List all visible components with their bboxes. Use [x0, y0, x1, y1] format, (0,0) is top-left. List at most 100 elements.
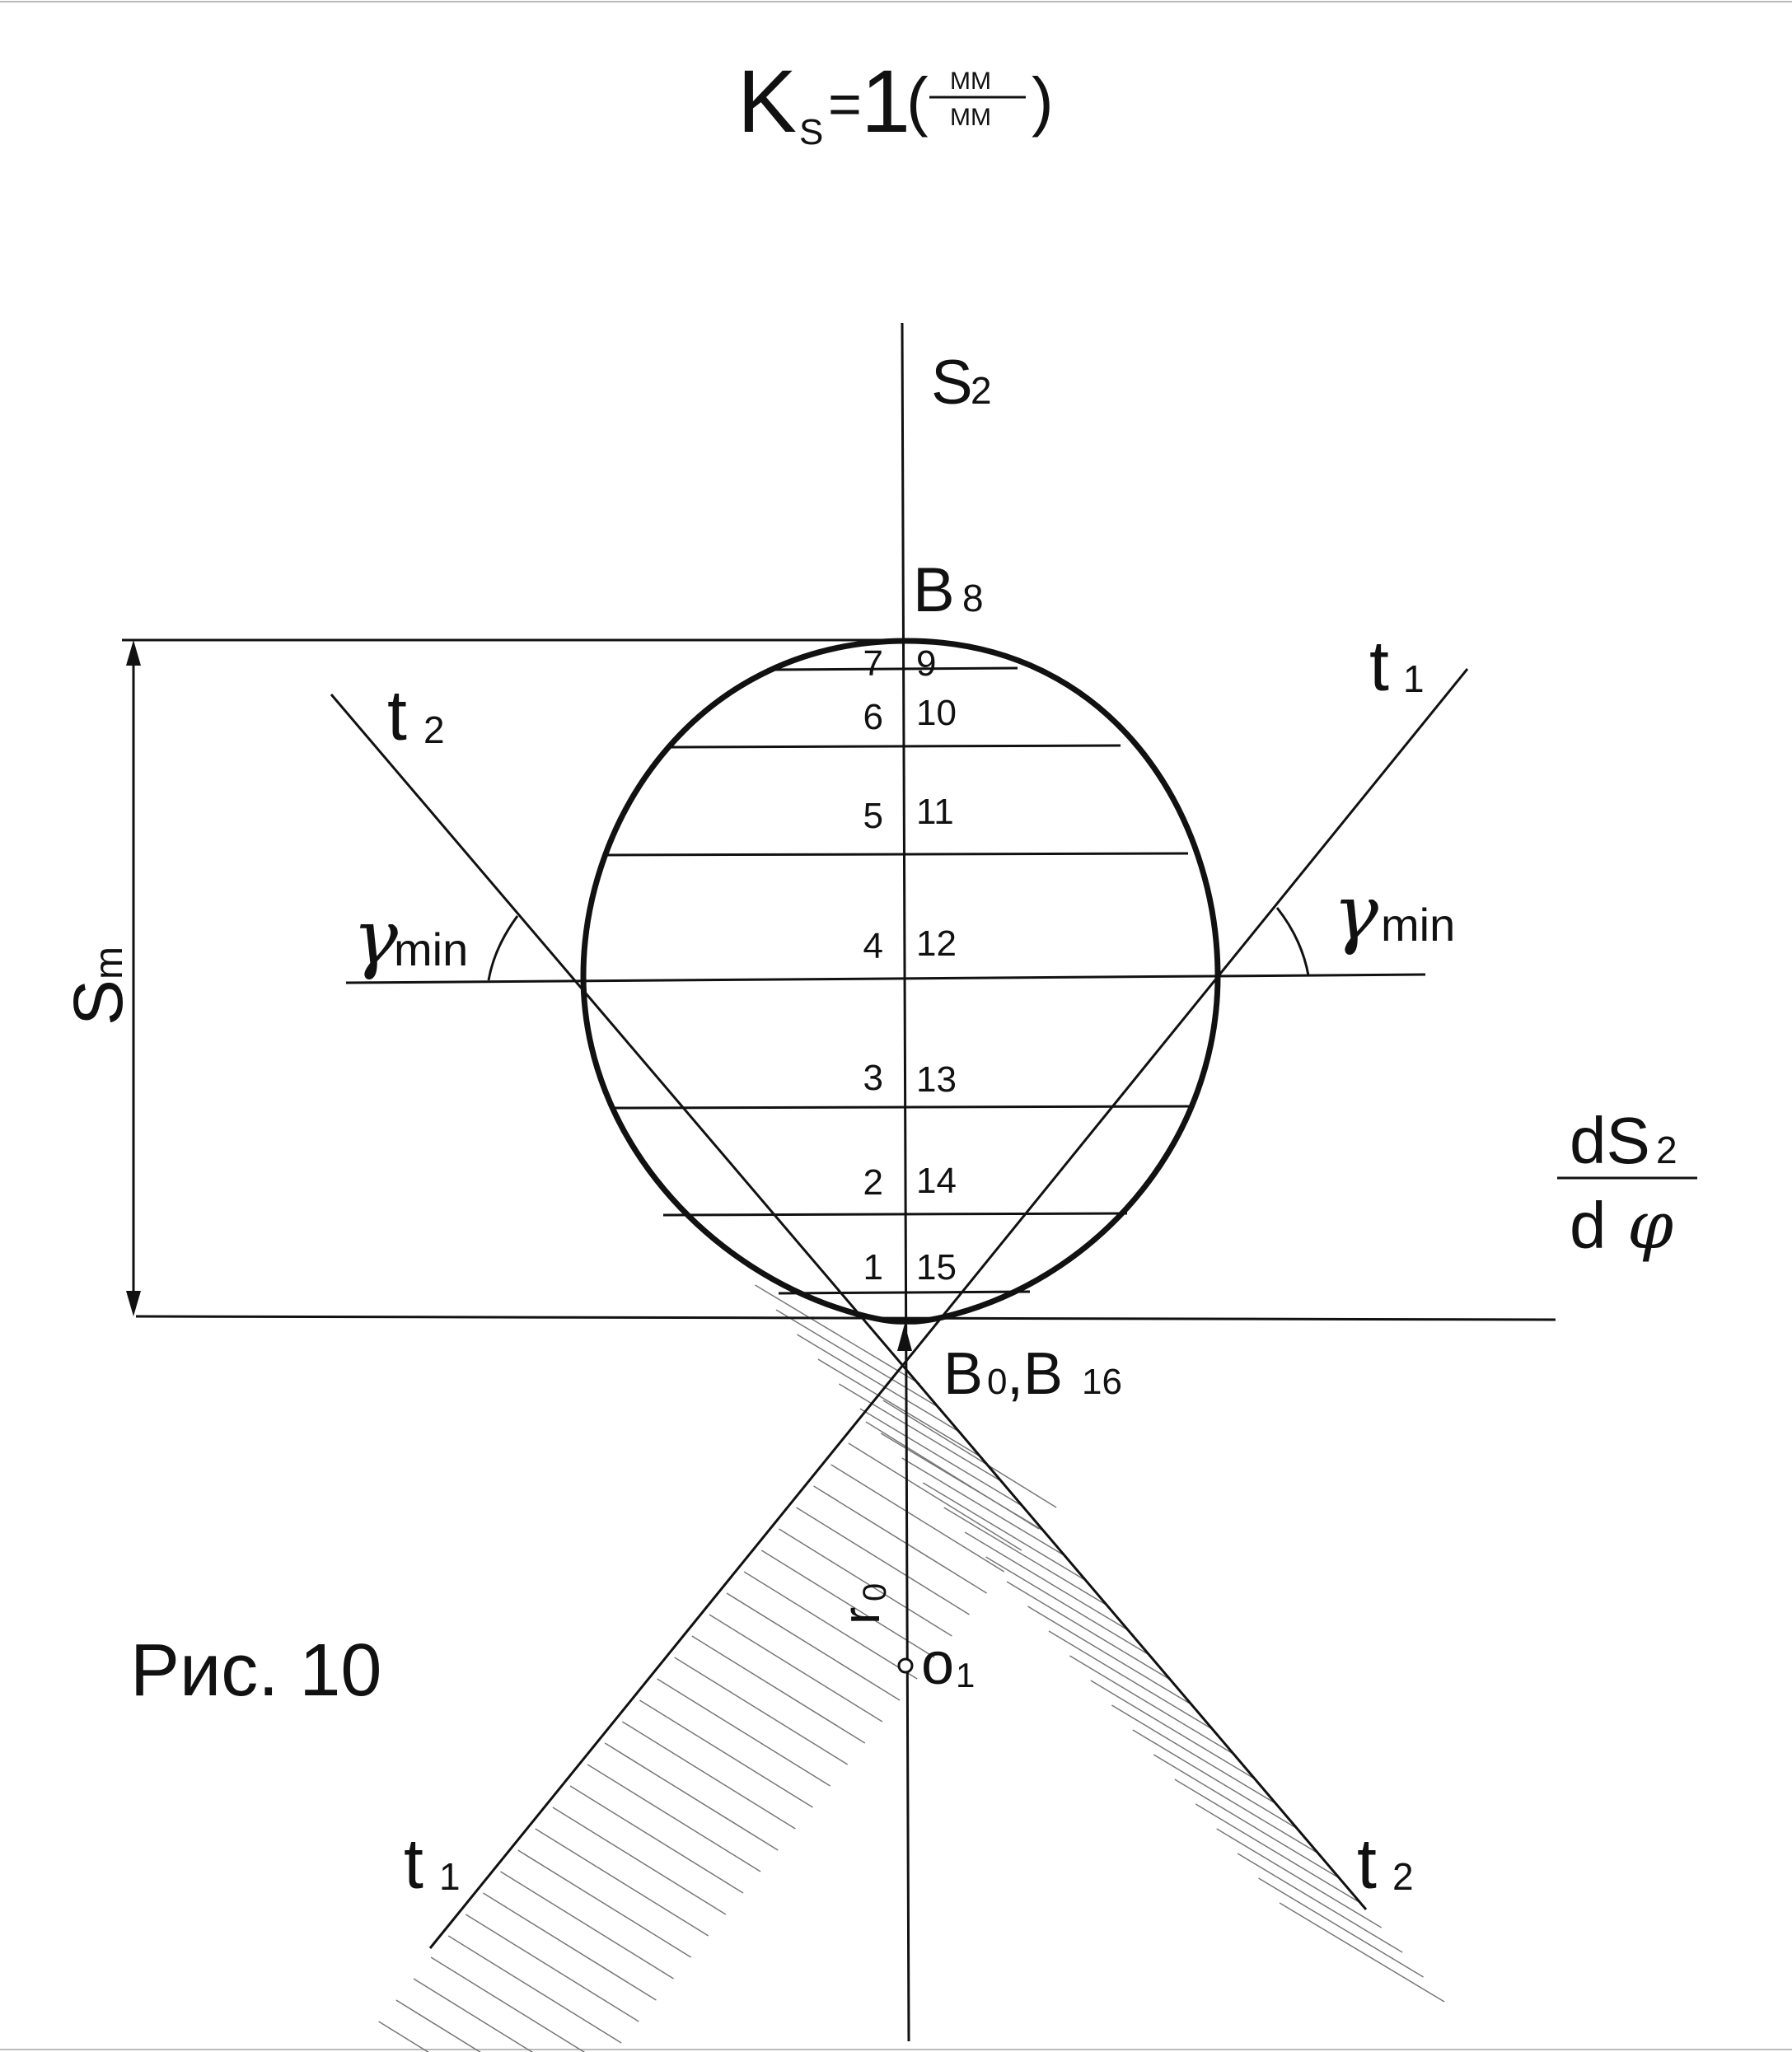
t1-bottom-label: t — [404, 1825, 423, 1904]
hatch-line — [880, 1433, 1046, 1533]
b0-b16-label-b: B — [943, 1341, 983, 1407]
t2-top-label-sub: 2 — [423, 708, 445, 751]
hatch-line — [413, 1978, 534, 2052]
o1-label: o — [921, 1631, 954, 1697]
hatch-line — [569, 1785, 744, 1894]
hatch-line — [796, 1507, 970, 1615]
formula-sub-s: S — [799, 112, 823, 152]
hatch-line — [1237, 1853, 1403, 1953]
tangent-line-t2 — [330, 694, 1368, 1910]
right-position-number: 9 — [916, 643, 936, 684]
gamma-left-label: γ — [353, 894, 399, 982]
hatch-line — [1132, 1729, 1298, 1830]
hatch-line — [775, 1309, 942, 1409]
right-position-number: 11 — [916, 792, 954, 832]
hatch-line — [691, 1635, 866, 1744]
ds2-dphi-closed-curve — [580, 638, 1221, 1325]
horizontal-gamma-line — [345, 973, 1426, 984]
hatch-line — [760, 1550, 935, 1658]
hatch-line — [517, 1849, 692, 1958]
sm-arrow-bottom — [126, 1291, 141, 1316]
left-position-number: 7 — [863, 643, 883, 684]
hatch-line — [604, 1742, 779, 1851]
hatch-line — [1216, 1828, 1383, 1928]
t1-bottom-label-sub: 1 — [439, 1855, 461, 1898]
ds2-dphi-label: dS 2 d φ — [1557, 1104, 1697, 1264]
r0-label-sub: 0 — [857, 1583, 893, 1601]
t1-top-label: t — [1369, 627, 1389, 706]
sm-arrow-top — [126, 640, 141, 666]
hatch-line — [1279, 1902, 1445, 2003]
hatch-line — [709, 1614, 883, 1722]
hatch-line — [657, 1678, 830, 1787]
chord-line — [668, 744, 1121, 749]
right-position-number: 14 — [916, 1161, 957, 1201]
left-position-number: 6 — [863, 697, 883, 737]
b0-label-sub: 0 — [987, 1362, 1007, 1402]
hatch-line — [395, 1999, 482, 2052]
formula-equals: = — [828, 72, 862, 136]
hatch-line — [465, 1914, 639, 2022]
formula-numerator: ММ — [950, 68, 991, 95]
hatch-line — [1258, 1877, 1424, 1978]
chord-line — [611, 1105, 1191, 1110]
hatch-line — [430, 1956, 586, 2052]
chord-line — [602, 852, 1189, 857]
formula-value: 1 — [861, 51, 910, 151]
hatch-line — [1027, 1606, 1193, 1706]
hatch-line — [1153, 1754, 1319, 1854]
hatch-line — [778, 1528, 952, 1637]
bottom-reference-line — [135, 1315, 1556, 1321]
sm-label-sub: m — [87, 947, 131, 979]
hatch-line — [830, 1464, 1005, 1573]
scale-formula: K S = 1 ( ММ ММ ) — [737, 51, 1054, 152]
gamma-right-label: γ — [1333, 869, 1379, 957]
hatch-line — [378, 2021, 429, 2052]
formula-close-paren: ) — [1032, 64, 1054, 138]
right-position-number: 10 — [916, 693, 957, 733]
r0-arrow-head — [897, 1324, 912, 1351]
chord-line — [770, 666, 1018, 671]
left-position-number: 2 — [863, 1162, 883, 1203]
hatch-line — [848, 1442, 1022, 1551]
chord-line — [662, 1212, 1128, 1217]
t1-top-label-sub: 1 — [1403, 657, 1425, 700]
left-position-number: 4 — [863, 926, 883, 966]
hatch-line — [817, 1358, 984, 1459]
t2-top-label: t — [387, 676, 407, 755]
b0-b16-label-comma: ,B — [1007, 1341, 1063, 1407]
hatch-line — [901, 1457, 1068, 1558]
left-position-number: 3 — [863, 1058, 883, 1098]
hatch-line — [922, 1482, 1088, 1582]
hatch-line — [483, 1892, 657, 2001]
hatch-line — [552, 1807, 727, 1915]
ds2-numerator: dS — [1570, 1104, 1650, 1177]
b8-label-sub: 8 — [962, 577, 984, 619]
shaded-region-hatching — [378, 1284, 1445, 2052]
gamma-arc-right — [1275, 907, 1310, 976]
b16-label-sub: 16 — [1082, 1362, 1122, 1402]
curve-chords — [602, 666, 1191, 1295]
ds2-numerator-sub: 2 — [1656, 1129, 1677, 1171]
hatch-line — [964, 1531, 1130, 1632]
sm-dimension: S m — [59, 640, 141, 1316]
s2-axis-label: S — [931, 348, 973, 418]
hatch-line — [639, 1699, 813, 1808]
gamma-right-label-sub: min — [1381, 899, 1455, 951]
hatch-line — [882, 1400, 1057, 1508]
hatch-line — [813, 1485, 988, 1594]
center-point-o1 — [897, 1657, 914, 1674]
formula-open-paren: ( — [906, 64, 929, 138]
hatch-line — [500, 1871, 674, 1980]
hatch-line — [447, 1935, 622, 2044]
hatch-line — [587, 1764, 761, 1872]
r0-label: r — [831, 1607, 891, 1624]
hatch-line — [1111, 1704, 1277, 1805]
tangent-line-t1 — [428, 668, 1469, 1949]
hatch-line — [943, 1507, 1110, 1607]
hatch-line — [1069, 1655, 1235, 1755]
hatch-line — [1195, 1803, 1361, 1904]
hatch-line — [838, 1383, 1004, 1484]
